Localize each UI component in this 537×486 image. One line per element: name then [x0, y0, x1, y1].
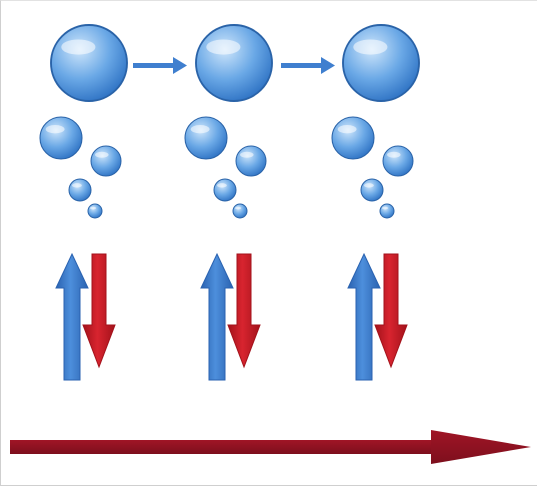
- tiny-bubble-icon: [232, 203, 248, 219]
- timeline-layer: [10, 430, 531, 464]
- medium-bubble-icon: [184, 116, 228, 160]
- connectors-layer: [133, 57, 335, 74]
- arrow-down-icon: [82, 253, 116, 369]
- small-bubble-icon: [213, 178, 237, 202]
- medium-bubble-icon: [331, 116, 375, 160]
- tiny-bubble-icon: [87, 203, 103, 219]
- arrow-down-icon: [227, 253, 261, 369]
- small-bubble-icon: [235, 145, 267, 177]
- small-bubble-icon: [90, 145, 122, 177]
- large-bubble-icon: [342, 24, 420, 102]
- arrow-up-icon: [55, 252, 89, 381]
- arrow-down-icon: [374, 253, 408, 369]
- large-bubble-icon: [50, 24, 128, 102]
- tiny-bubble-icon: [379, 203, 395, 219]
- arrow-up-icon: [347, 252, 381, 381]
- small-bubble-icon: [68, 178, 92, 202]
- exchange-arrows-layer: [55, 252, 408, 381]
- arrow-up-icon: [200, 252, 234, 381]
- small-bubble-icon: [360, 178, 384, 202]
- long-arrow-right-icon: [10, 430, 531, 464]
- small-bubble-icon: [382, 145, 414, 177]
- bubbles-layer: [39, 24, 420, 219]
- arrow-right-icon: [133, 57, 187, 74]
- medium-bubble-icon: [39, 116, 83, 160]
- arrow-right-icon: [281, 57, 335, 74]
- large-bubble-icon: [195, 24, 273, 102]
